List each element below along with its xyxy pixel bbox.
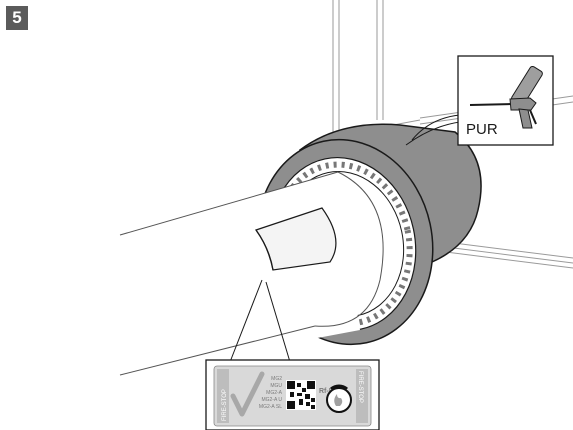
product-code: MG2 — [271, 376, 282, 382]
step-number-badge: 5 — [6, 6, 28, 30]
fire-rating-icon — [326, 384, 352, 413]
product-code: MG2-A — [266, 390, 283, 396]
product-codes: MG2 MGU MG2-A MG2-A U MG2-A SL — [259, 376, 283, 410]
label-callout: FIRE-STOP FIRE-STOP MG2 MGU MG2-A MG2-A … — [205, 359, 380, 430]
leader-lines — [229, 114, 461, 363]
label-side-text-left: FIRE-STOP — [222, 389, 228, 421]
tool-label: PUR — [466, 121, 498, 138]
qr-code-icon — [286, 380, 316, 410]
checkmark-icon — [230, 371, 265, 417]
label-side-text-right: FIRE-STOP — [357, 371, 363, 403]
rf-mark: Rf-I — [319, 388, 331, 395]
product-code: MG2-A SL — [259, 404, 282, 410]
pipe-label — [255, 207, 337, 271]
tool-callout: PUR — [457, 55, 554, 146]
spray-foam-gun-icon — [469, 65, 543, 129]
product-code: MGU — [270, 383, 282, 389]
product-code: MG2-A U — [261, 397, 282, 403]
